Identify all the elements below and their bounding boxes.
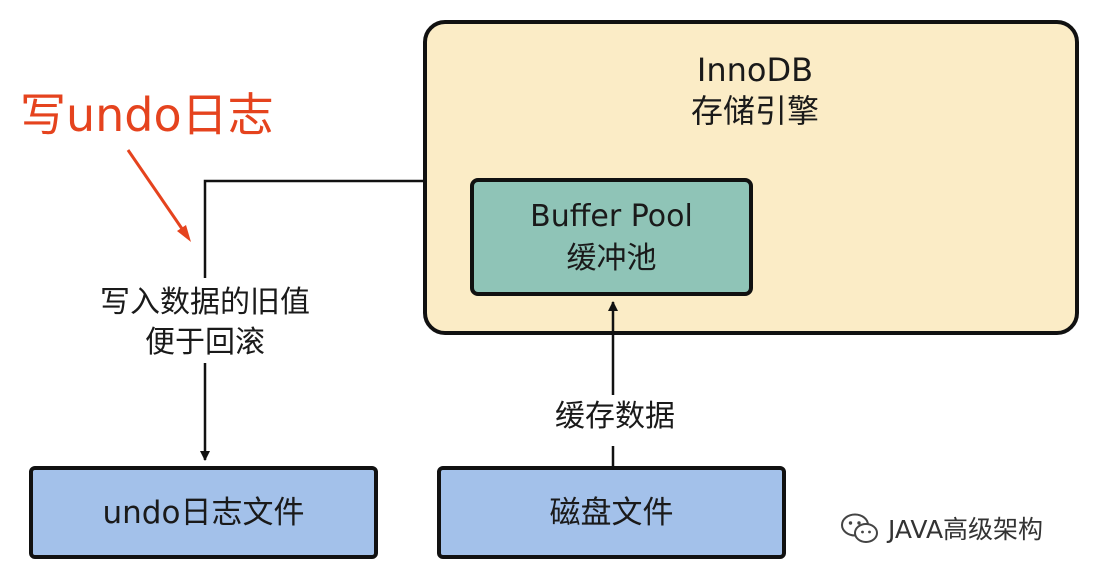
innodb-subtitle: 存储引擎: [690, 92, 819, 130]
buffer-pool-subtitle: 缓冲池: [566, 241, 657, 276]
undo-write-connector: [203, 179, 423, 278]
undo-log-annotation: 写undo日志: [20, 88, 274, 142]
undo-description-line2: 便于回滚: [145, 325, 265, 360]
cache-data-label: 缓存数据: [555, 399, 675, 434]
undo-log-file-label: undo日志文件: [102, 495, 305, 531]
annotation-arrow: [126, 149, 189, 237]
innodb-title: InnoDB: [696, 51, 814, 89]
undo-log-file-box: [29, 466, 378, 559]
disk-file-box: [437, 466, 786, 559]
buffer-pool-title: Buffer Pool: [530, 199, 693, 234]
buffer-pool-box: [470, 178, 753, 296]
annotation-arrow-head: [177, 225, 191, 242]
undo-description-line1: 写入数据的旧值: [100, 285, 310, 320]
watermark: JAVA高级架构: [840, 512, 1043, 546]
wechat-icon: [841, 513, 878, 543]
disk-file-label: 磁盘文件: [549, 495, 674, 531]
watermark-text: JAVA高级架构: [888, 514, 1044, 544]
